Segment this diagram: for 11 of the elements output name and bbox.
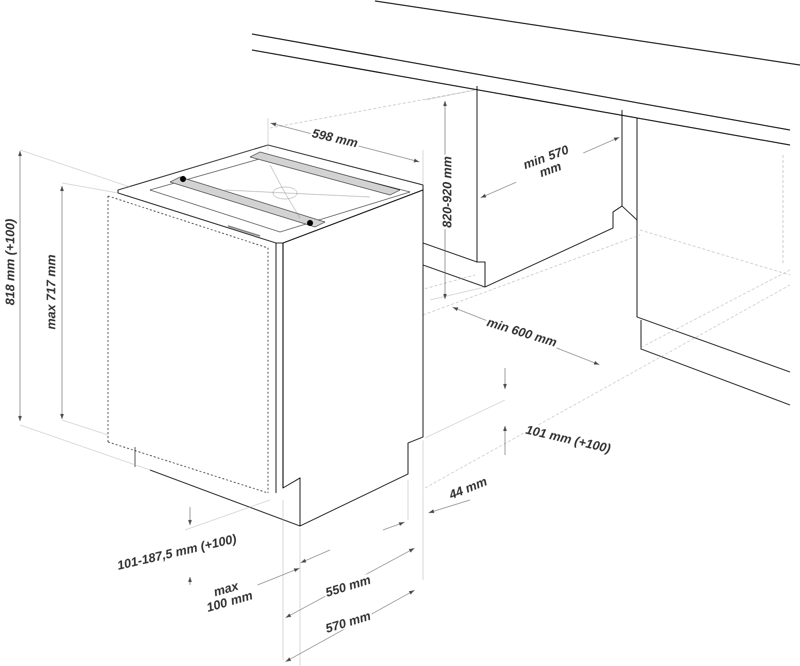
dimension-label: 598 mm [310,126,360,150]
dimension-label: min 570 mm [509,138,587,188]
dimension-label: 818 mm (+100) [4,217,18,307]
dimension-label: max 717 mm [45,252,57,331]
dimension-label: 570 mm [322,609,374,635]
dimension-label: 44 mm [446,474,490,502]
dimension-label: max 100 mm [194,576,262,616]
dimension-label: 101 mm (+100) [522,422,614,458]
dimension-label: min 600 mm [484,315,560,349]
dimension-label: 550 mm [322,573,374,599]
dimension-label: 820-920 mm [441,154,453,230]
